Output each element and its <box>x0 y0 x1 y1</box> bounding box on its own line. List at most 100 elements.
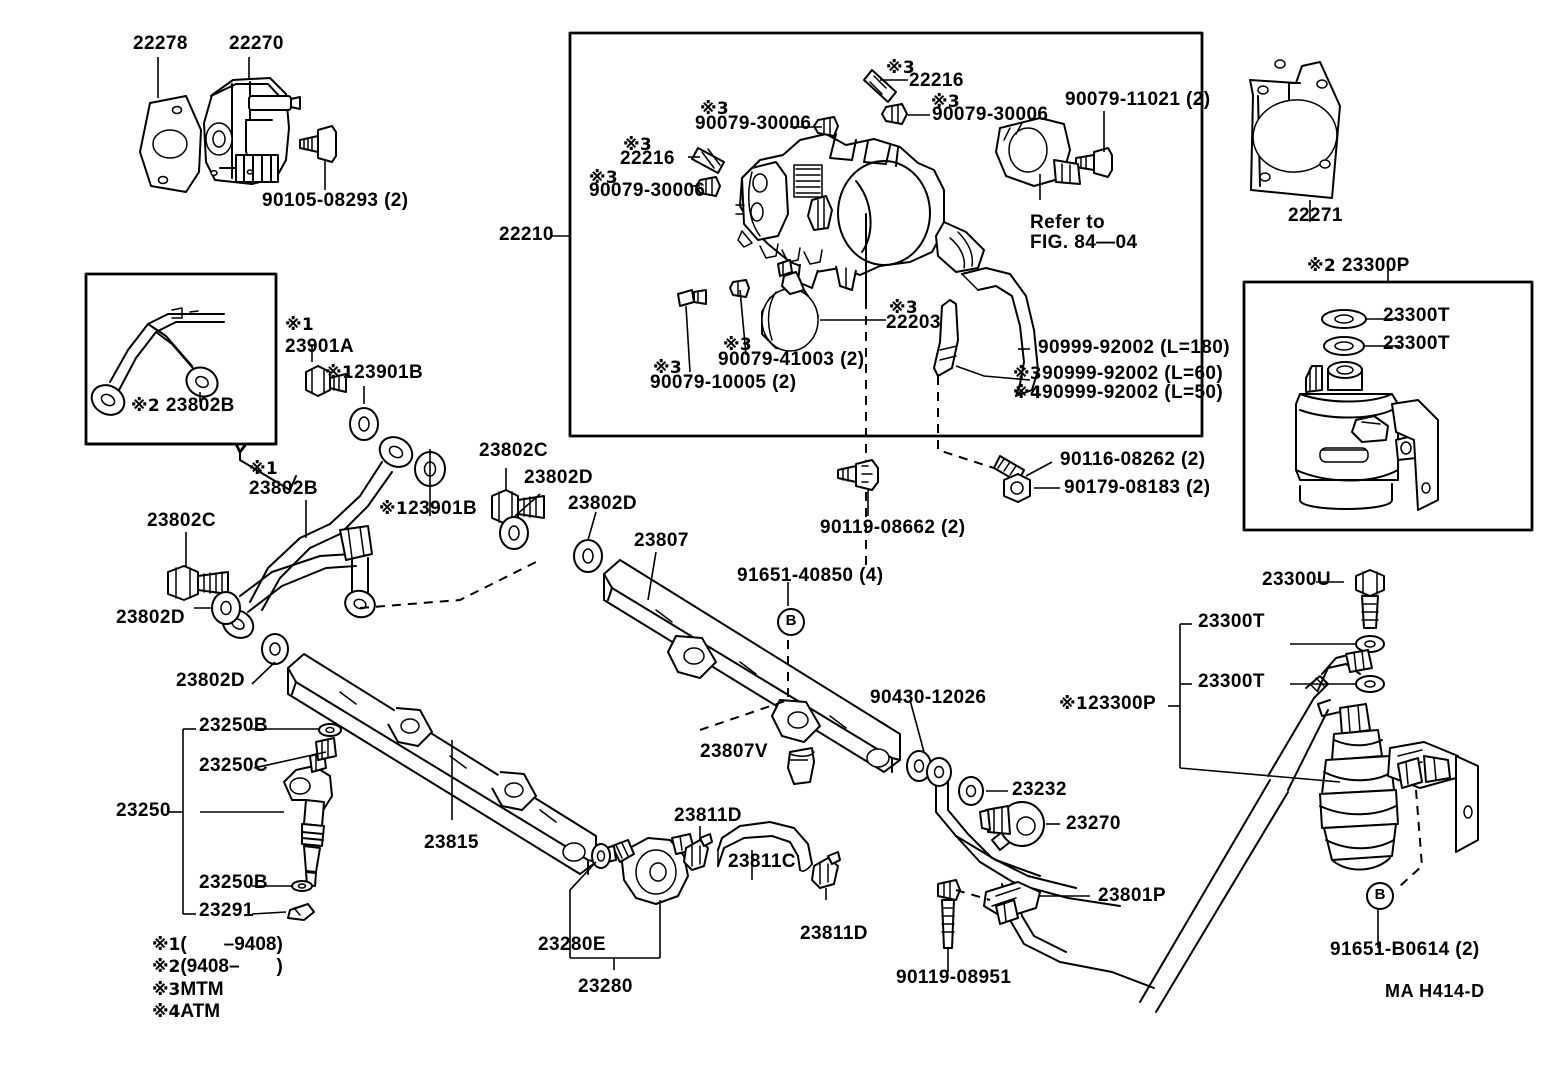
legend-block: ※1( –9408) ※2(9408– ) ※3MTM ※4ATM <box>152 934 283 1024</box>
ref-circle-B-1: B <box>777 608 805 636</box>
part-23901A-union <box>305 365 347 397</box>
mark-3-90079-41003: ※3 <box>723 335 753 355</box>
legend-row-2: ※2(9408– ) <box>152 956 283 978</box>
label-23815: 23815 <box>424 832 479 853</box>
part-23291-clip <box>287 903 315 921</box>
label-23802D-a: 23802D <box>524 467 593 488</box>
label-23300T-right-1: 23300T <box>1198 611 1265 632</box>
part-23802C-bolt-mid <box>491 489 545 525</box>
part-23300T-washer-r2 <box>1355 675 1385 693</box>
label-23280E: 23280E <box>538 934 606 955</box>
part-90119-08662-bolt <box>837 459 879 491</box>
part-23801P-fuel-pipe <box>926 757 1155 989</box>
part-23802B-pipes <box>221 436 414 639</box>
mark-3-22203: ※3 <box>889 298 919 318</box>
label-90119-08662: 90119-08662 (2) <box>820 517 966 538</box>
part-23300U-bolt <box>1355 569 1385 629</box>
label-23811D-bottom: 23811D <box>800 923 868 944</box>
part-23811C-hose <box>717 821 813 872</box>
fastener-22216-left <box>691 147 725 174</box>
label-23901B-upper: 23901B <box>354 362 424 383</box>
mark-2-23802B-box: ※2 <box>131 396 161 416</box>
label-90079-30006-top: 90079-30006 <box>932 104 1049 125</box>
fastener-22216-top <box>863 69 897 103</box>
label-23802B-box: 23802B <box>165 395 235 416</box>
label-23801P: 23801P <box>1098 885 1166 906</box>
part-23811D-clamp-top <box>683 833 713 871</box>
mark-1-23901A: ※1 <box>285 315 315 335</box>
label-22210: 22210 <box>499 224 554 245</box>
fastener-90079-41003 <box>729 279 750 298</box>
label-23901A: 23901A <box>285 336 354 357</box>
label-91651-40850: 91651-40850 (4) <box>737 565 884 586</box>
label-23802D-b: 23802D <box>568 493 637 514</box>
label-90079-30006-lower-left: 90079-30006 <box>589 180 706 201</box>
label-23300T-box-1: 23300T <box>1383 305 1450 326</box>
label-23291: 23291 <box>199 900 254 921</box>
label-23802D-low: 23802D <box>176 670 245 691</box>
label-23807: 23807 <box>634 530 689 551</box>
label-23232: 23232 <box>1012 779 1067 800</box>
label-23250C: 23250C <box>199 755 268 776</box>
label-23811C: 23811C <box>728 851 796 872</box>
part-23802C-bolt-left <box>167 565 229 601</box>
label-23811D-top: 23811D <box>674 805 742 826</box>
fastener-90079-30006-top <box>881 103 908 125</box>
label-23802C-left: 23802C <box>147 510 216 531</box>
mark-1-23901B-upper: ※1 <box>325 363 355 383</box>
label-90079-41003: 90079-41003 (2) <box>718 349 865 370</box>
part-90179-08183-nut <box>1003 473 1031 503</box>
part-23802D-washer-low <box>261 633 289 665</box>
label-refer-to-line2: FIG. 84—04 <box>1030 232 1138 253</box>
mark-3-22216-top: ※3 <box>886 58 916 78</box>
mark-1-23300P-right: ※1 <box>1059 694 1089 714</box>
mark-3-22216-left: ※3 <box>623 135 653 155</box>
label-23300P-box: 23300P <box>1341 255 1410 276</box>
part-22270-isc-valve <box>203 77 301 185</box>
label-22216-left: 22216 <box>620 148 675 169</box>
mark-2-23300P-box: ※2 <box>1307 256 1337 276</box>
part-23300T-washer-r1 <box>1355 635 1385 653</box>
part-90105-08293-bolt <box>299 125 337 163</box>
part-90999-92002-hose-180 <box>961 267 1039 397</box>
label-22278: 22278 <box>133 33 188 54</box>
diagram-code: MA H414-D <box>1385 981 1485 1001</box>
label-90179-08183: 90179-08183 (2) <box>1064 477 1211 498</box>
part-22203-vsv-valve <box>761 259 819 352</box>
label-90119-08951: 90119-08951 <box>896 967 1012 988</box>
inset-part-23802B-fuel-pipe <box>90 307 225 416</box>
part-22278-gasket <box>139 95 202 193</box>
part-23807V-plug <box>787 747 815 785</box>
label-90430-12026: 90430-12026 <box>870 687 987 708</box>
part-23802D-washer-left <box>211 591 241 625</box>
fastener-90079-10005 <box>677 289 707 307</box>
label-23807V: 23807V <box>700 741 768 762</box>
label-refer-to-line1: Refer to <box>1030 212 1105 233</box>
mark-3-90079-30006-top: ※3 <box>931 92 961 112</box>
mark-1-23802B: ※1 <box>249 459 279 479</box>
label-23802D-left: 23802D <box>116 607 185 628</box>
label-90999-92002-180: 90999-92002 (L=180) <box>1038 337 1230 358</box>
label-90079-10005: 90079-10005 (2) <box>650 372 797 393</box>
legend-row-1: ※1( –9408) <box>152 934 283 955</box>
part-23250B-oring-top <box>318 723 342 737</box>
label-22216-top: 22216 <box>909 70 964 91</box>
part-90079-11021-bolt <box>1075 147 1113 178</box>
part-23802D-washer-a <box>499 516 529 550</box>
label-23300P-right: 23300P <box>1088 693 1157 714</box>
mark-3-90079-30006-upper: ※3 <box>700 99 730 119</box>
legend-row-3: ※3MTM <box>152 978 224 1000</box>
part-23250B-oring-bottom <box>291 880 313 892</box>
label-23250: 23250 <box>116 800 171 821</box>
part-23815-fuel-rail <box>287 653 597 875</box>
label-23300U: 23300U <box>1262 569 1331 590</box>
mark-3-90079-30006-lower: ※3 <box>589 168 619 188</box>
mark-4-90999-50: ※4 <box>1013 383 1043 403</box>
part-23250-injector <box>283 737 337 887</box>
label-23250B-bottom: 23250B <box>199 872 268 893</box>
part-23300P-fuel-pump <box>1139 649 1479 1013</box>
label-22270: 22270 <box>229 33 284 54</box>
label-23300T-box-2: 23300T <box>1383 333 1450 354</box>
legend-row-4: ※4ATM <box>152 1001 221 1023</box>
